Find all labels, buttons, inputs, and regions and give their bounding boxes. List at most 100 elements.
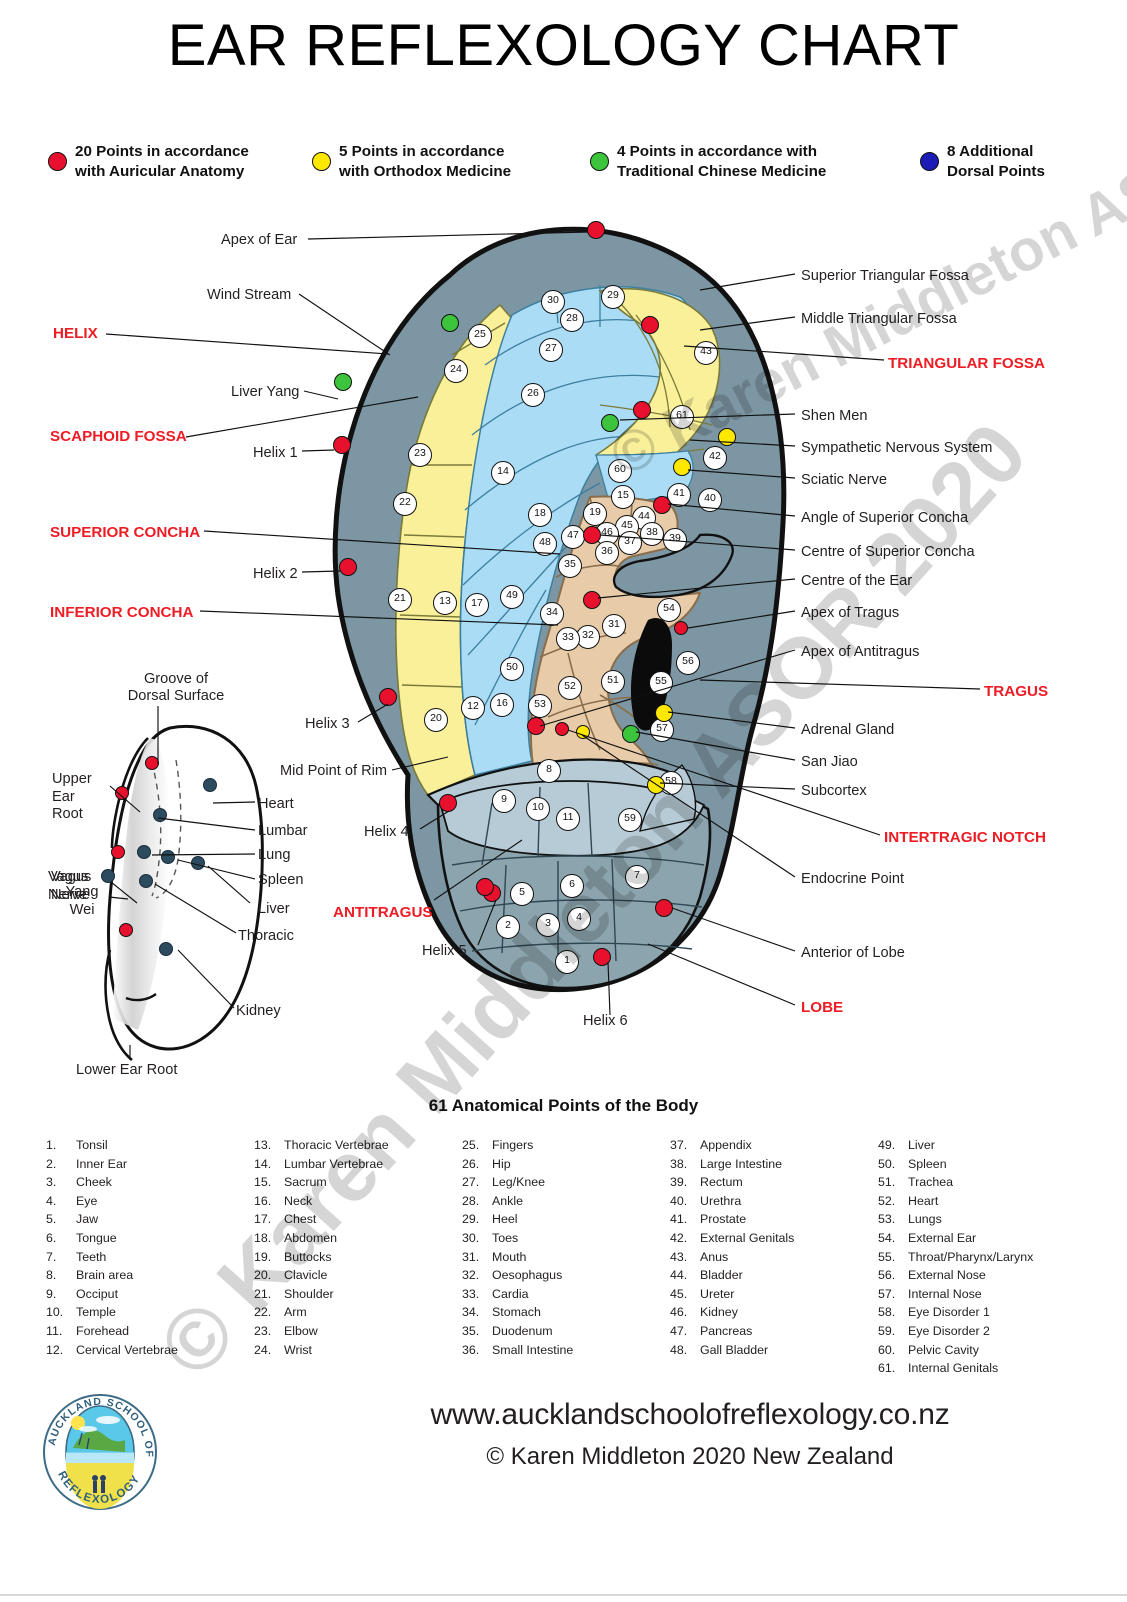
point-shen-men[interactable] bbox=[601, 414, 619, 432]
ear-point-39[interactable]: 39 bbox=[663, 528, 687, 552]
ear-point-35[interactable]: 35 bbox=[558, 554, 582, 578]
point-helix-6[interactable] bbox=[593, 948, 611, 966]
point-angle-of-superior-concha[interactable] bbox=[653, 496, 671, 514]
dorsal-point-heart[interactable] bbox=[203, 778, 217, 792]
label-anterior-of-lobe: Anterior of Lobe bbox=[801, 945, 905, 961]
point-helix-3[interactable] bbox=[379, 688, 397, 706]
ear-point-43[interactable]: 43 bbox=[694, 341, 718, 365]
ear-point-10[interactable]: 10 bbox=[526, 797, 550, 821]
ear-point-17[interactable]: 17 bbox=[465, 593, 489, 617]
ear-point-29[interactable]: 29 bbox=[601, 285, 625, 309]
ear-point-32[interactable]: 32 bbox=[576, 625, 600, 649]
ear-point-21[interactable]: 21 bbox=[388, 588, 412, 612]
dorsal-point-lung[interactable] bbox=[137, 845, 151, 859]
ear-point-26[interactable]: 26 bbox=[521, 383, 545, 407]
point-wind-stream[interactable] bbox=[441, 314, 459, 332]
point-intertragic-notch[interactable] bbox=[555, 722, 569, 736]
dorsal-point-thoracic[interactable] bbox=[139, 874, 153, 888]
point-adrenal-gland[interactable] bbox=[655, 704, 673, 722]
ear-point-7[interactable]: 7 bbox=[625, 865, 649, 889]
ear-point-42[interactable]: 42 bbox=[703, 446, 727, 470]
ear-point-52[interactable]: 52 bbox=[558, 676, 582, 700]
ear-point-36[interactable]: 36 bbox=[595, 541, 619, 565]
dorsal-point-spleen[interactable] bbox=[161, 850, 175, 864]
ear-point-27[interactable]: 27 bbox=[539, 338, 563, 362]
ear-point-31[interactable]: 31 bbox=[602, 614, 626, 638]
ear-point-23[interactable]: 23 bbox=[408, 443, 432, 467]
dorsal-point-lumbar[interactable] bbox=[153, 808, 167, 822]
point-apex-of-ear[interactable] bbox=[587, 221, 605, 239]
ear-point-5[interactable]: 5 bbox=[510, 882, 534, 906]
dorsal-point-vagus-nerve[interactable] bbox=[111, 845, 125, 859]
ear-point-22[interactable]: 22 bbox=[393, 492, 417, 516]
ear-point-28[interactable]: 28 bbox=[560, 308, 584, 332]
ear-point-55[interactable]: 55 bbox=[649, 671, 673, 695]
ear-point-61[interactable]: 61 bbox=[670, 405, 694, 429]
ear-point-16[interactable]: 16 bbox=[490, 693, 514, 717]
point-apex-of-antitragus[interactable] bbox=[527, 717, 545, 735]
point-number: 42. bbox=[670, 1230, 688, 1245]
ear-point-38[interactable]: 38 bbox=[640, 522, 664, 546]
dorsal-point-kidney[interactable] bbox=[159, 942, 173, 956]
point-superior-triangular-fossa[interactable] bbox=[641, 316, 659, 334]
point-number: 57. bbox=[878, 1286, 896, 1301]
ear-point-53[interactable]: 53 bbox=[528, 694, 552, 718]
ear-point-20[interactable]: 20 bbox=[424, 708, 448, 732]
ear-point-59[interactable]: 59 bbox=[618, 808, 642, 832]
ear-point-40[interactable]: 40 bbox=[698, 488, 722, 512]
point-helix-1[interactable] bbox=[333, 436, 351, 454]
ear-point-13[interactable]: 13 bbox=[433, 591, 457, 615]
ear-point-30[interactable]: 30 bbox=[541, 290, 565, 314]
ear-point-4[interactable]: 4 bbox=[567, 907, 591, 931]
points-list-item: 58.Eye Disorder 1 bbox=[878, 1303, 1086, 1322]
points-list-item: 14.Lumbar Vertebrae bbox=[254, 1155, 462, 1174]
ear-point-51[interactable]: 51 bbox=[601, 670, 625, 694]
point-helix-2[interactable] bbox=[339, 558, 357, 576]
point-sciatic-nerve[interactable] bbox=[673, 458, 691, 476]
point-middle-triangular-fossa[interactable] bbox=[633, 401, 651, 419]
point-endocrine-point[interactable] bbox=[576, 725, 590, 739]
point-centre-of-superior-concha[interactable] bbox=[583, 526, 601, 544]
ear-point-1[interactable]: 1 bbox=[555, 950, 579, 974]
ear-point-48[interactable]: 48 bbox=[533, 532, 557, 556]
point-subcortex[interactable] bbox=[647, 776, 665, 794]
point-anterior-of-lobe[interactable] bbox=[655, 899, 673, 917]
point-lobe-left[interactable] bbox=[476, 878, 494, 896]
dorsal-point-liver[interactable] bbox=[191, 856, 205, 870]
ear-point-2[interactable]: 2 bbox=[496, 915, 520, 939]
ear-point-24[interactable]: 24 bbox=[444, 359, 468, 383]
ear-point-41[interactable]: 41 bbox=[667, 483, 691, 507]
ear-point-15[interactable]: 15 bbox=[611, 485, 635, 509]
label-inferior-concha: INFERIOR CONCHA bbox=[50, 604, 194, 621]
dorsal-point-yang-wei[interactable] bbox=[101, 869, 115, 883]
ear-point-9[interactable]: 9 bbox=[492, 789, 516, 813]
point-number: 14. bbox=[254, 1156, 272, 1171]
ear-point-14[interactable]: 14 bbox=[491, 461, 515, 485]
website-url[interactable]: www.aucklandschoolofreflexology.co.nz bbox=[430, 1398, 950, 1431]
ear-point-8[interactable]: 8 bbox=[537, 759, 561, 783]
point-sympathetic-nervous-system[interactable] bbox=[718, 428, 736, 446]
point-centre-of-the-ear[interactable] bbox=[583, 591, 601, 609]
point-san-jiao[interactable] bbox=[622, 725, 640, 743]
ear-point-50[interactable]: 50 bbox=[500, 657, 524, 681]
ear-point-18[interactable]: 18 bbox=[528, 503, 552, 527]
ear-point-25[interactable]: 25 bbox=[468, 324, 492, 348]
ear-point-33[interactable]: 33 bbox=[556, 627, 580, 651]
point-helix-4[interactable] bbox=[439, 794, 457, 812]
dorsal-point-lower-ear-root[interactable] bbox=[119, 923, 133, 937]
ear-point-60[interactable]: 60 bbox=[608, 459, 632, 483]
ear-point-49[interactable]: 49 bbox=[500, 585, 524, 609]
ear-point-3[interactable]: 3 bbox=[536, 913, 560, 937]
ear-point-11[interactable]: 11 bbox=[556, 807, 580, 831]
ear-point-6[interactable]: 6 bbox=[560, 874, 584, 898]
point-liver-yang[interactable] bbox=[334, 373, 352, 391]
ear-point-54[interactable]: 54 bbox=[657, 598, 681, 622]
ear-point-47[interactable]: 47 bbox=[561, 525, 585, 549]
ear-point-56[interactable]: 56 bbox=[676, 651, 700, 675]
point-apex-of-tragus[interactable] bbox=[674, 621, 688, 635]
ear-point-34[interactable]: 34 bbox=[540, 602, 564, 626]
ear-point-37[interactable]: 37 bbox=[618, 531, 642, 555]
ear-point-12[interactable]: 12 bbox=[461, 696, 485, 720]
dorsal-point-groove-of-dorsal-surface[interactable] bbox=[145, 756, 159, 770]
